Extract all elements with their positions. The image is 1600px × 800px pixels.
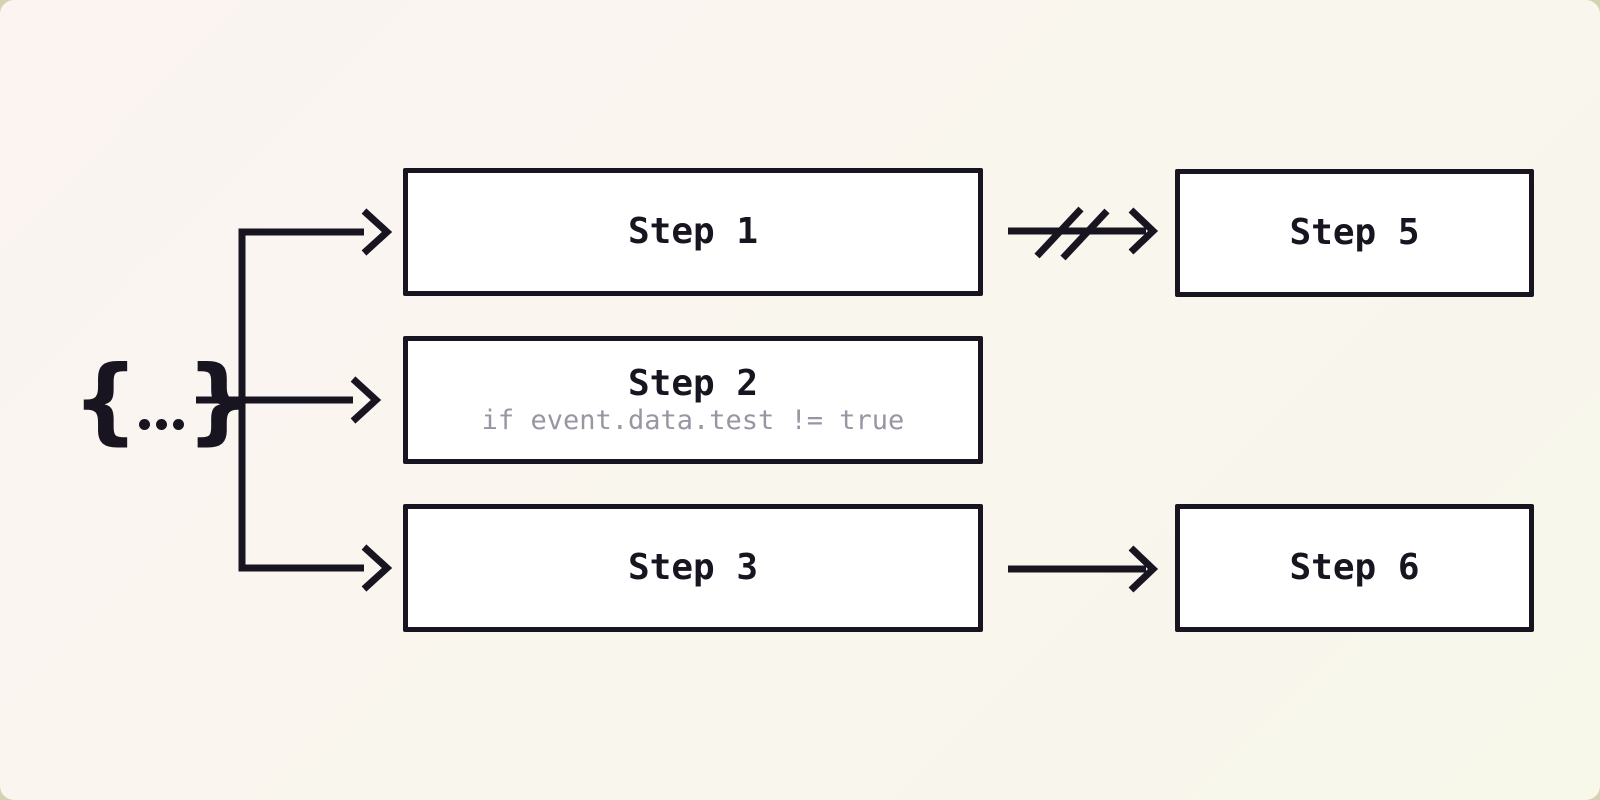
node-step6[interactable]: Step 6 (1175, 504, 1534, 632)
node-step2[interactable]: Step 2 if event.data.test != true (403, 336, 983, 464)
edge-step1-to-step5-cancelled (1008, 206, 1159, 261)
brace-open: { (72, 345, 139, 455)
node-step3[interactable]: Step 3 (403, 504, 983, 632)
dot (172, 419, 184, 430)
dot (138, 419, 150, 430)
node-label: Step 2 (627, 363, 759, 404)
arrowhead-icon (350, 376, 382, 424)
arrowhead-icon (361, 208, 393, 256)
cancel-slash-icon (1060, 208, 1110, 261)
dot (155, 419, 167, 430)
arrowhead-icon (361, 544, 393, 592)
node-condition: if event.data.test != true (481, 405, 905, 436)
node-step5[interactable]: Step 5 (1175, 169, 1534, 297)
edge-step3-to-step6 (1008, 545, 1159, 593)
arrowhead-icon (1128, 207, 1159, 255)
node-label: Step 3 (627, 547, 759, 588)
node-label: Step 1 (627, 211, 759, 252)
edge-source-fanout (196, 208, 393, 592)
node-step1[interactable]: Step 1 (403, 168, 983, 296)
node-label: Step 6 (1289, 547, 1420, 588)
arrowhead-icon (1128, 545, 1159, 593)
cancel-slash-icon (1034, 206, 1084, 259)
node-label: Step 5 (1289, 212, 1420, 253)
ellipsis-dots-icon (138, 419, 184, 446)
